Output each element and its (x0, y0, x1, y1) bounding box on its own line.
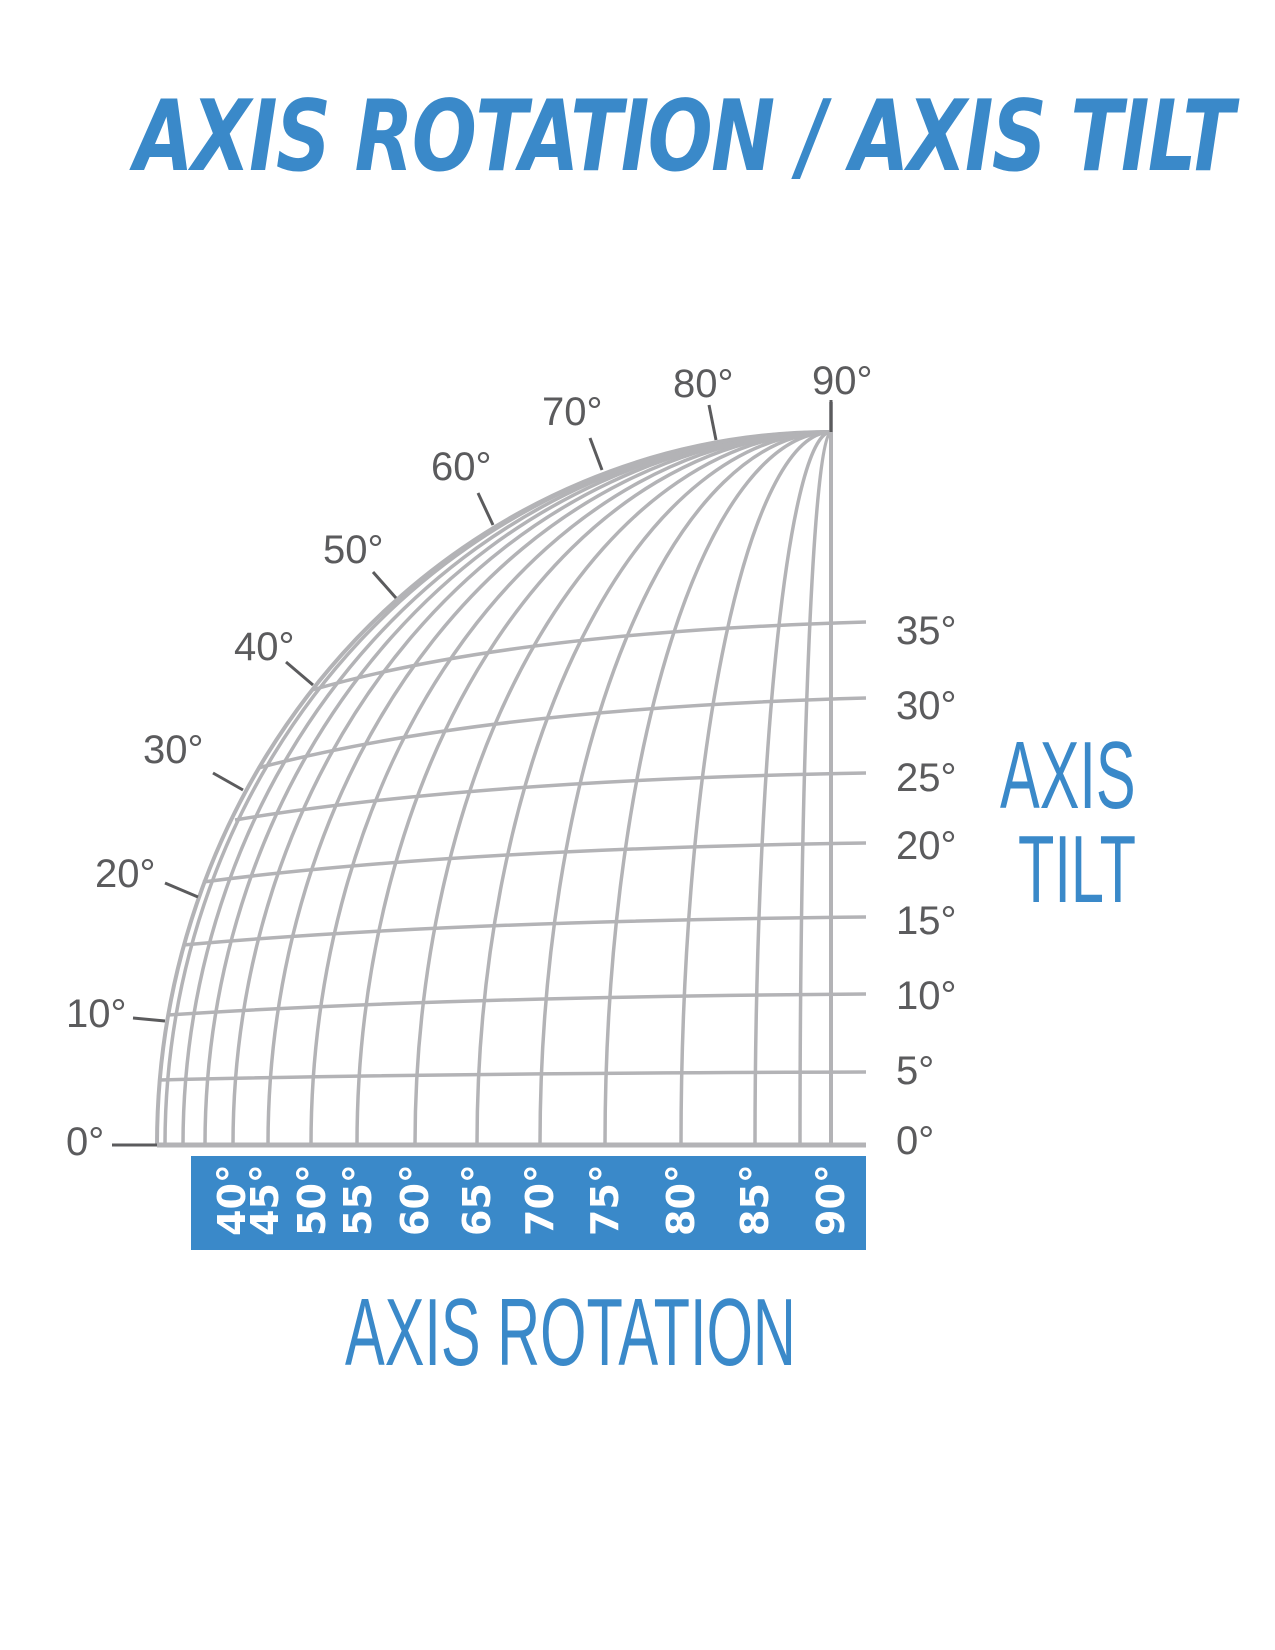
tilt-tick-label: 0° (896, 1119, 934, 1163)
tilt-grid-line (167, 992, 867, 1017)
rotation-grid-line (538, 430, 832, 1146)
arc-tick-mark (132, 1016, 166, 1023)
rotation-tick-label: 50° (290, 1164, 334, 1236)
rotation-grid-line (798, 430, 832, 1146)
tilt-grid-line (311, 620, 867, 692)
rotation-tick-label: 40° (210, 1164, 254, 1236)
tilt-axis-label-line1: AXIS (1000, 722, 1136, 829)
tilt-tick-label: 10° (896, 974, 957, 1018)
arc-tick-label: 20° (95, 852, 156, 896)
arc-tick-mark (371, 571, 398, 599)
rotation-tick-label: 85° (733, 1164, 777, 1236)
arc-tick-label: 50° (323, 528, 384, 572)
tilt-grid-line (202, 841, 867, 884)
rotation-band (191, 1156, 866, 1250)
rotation-grid-line (679, 430, 832, 1146)
tilt-tick-label: 5° (896, 1049, 934, 1093)
tilt-grid-line (159, 1070, 867, 1082)
arc-tick-label: 10° (66, 992, 127, 1036)
arc-tick-label: 0° (66, 1120, 104, 1164)
arc-tick-label: 40° (234, 625, 295, 669)
page-title: AXIS ROTATION / AXIS TILT (134, 80, 1234, 194)
rotation-tick-label: 55° (336, 1164, 380, 1236)
rotation-tick-label: 70° (518, 1164, 562, 1236)
rotation-tick-label: 60° (393, 1164, 437, 1236)
tilt-tick-label: 30° (896, 684, 957, 728)
arc-tick-label: 30° (143, 728, 204, 772)
rotation-grid-line (413, 430, 832, 1146)
tilt-axis-label-line2: TILT (1018, 816, 1136, 923)
tilt-tick-label: 35° (896, 609, 957, 653)
rotation-grid-line (355, 430, 832, 1146)
arc-tick-mark (707, 404, 718, 441)
rotation-grid-line (266, 430, 832, 1146)
arc-tick-mark (164, 881, 199, 899)
arc-tick-label: 70° (542, 390, 603, 434)
rotation-tick-label: 80° (659, 1164, 703, 1236)
arc-tick-mark (212, 771, 244, 792)
tilt-tick-label: 25° (896, 756, 957, 800)
rotation-tick-label: 90° (809, 1164, 853, 1236)
tilt-grid-line (234, 771, 867, 822)
arc-tick-label: 60° (431, 445, 492, 489)
arc-tick-mark (588, 437, 604, 471)
rotation-axis-label: AXIS ROTATION (345, 1279, 796, 1386)
arc-tick-mark (476, 492, 495, 526)
rotation-grid-line (309, 430, 832, 1146)
tilt-grid-line (182, 915, 867, 947)
tilt-tick-label: 15° (896, 899, 957, 943)
tilt-grid-line (257, 696, 867, 770)
arc-tick-label: 90° (812, 359, 873, 403)
tilt-tick-label: 20° (896, 824, 957, 868)
rotation-grid-line (753, 430, 832, 1146)
rotation-grid-line (603, 430, 832, 1146)
arc-tick-label: 80° (673, 362, 734, 406)
arc-tick-mark (285, 660, 314, 687)
rotation-tick-label: 45° (243, 1164, 287, 1236)
rotation-grid-line (231, 430, 832, 1146)
rotation-grid-line (203, 430, 832, 1146)
rotation-tick-label: 75° (583, 1164, 627, 1236)
rotation-tick-label: 65° (455, 1164, 499, 1236)
